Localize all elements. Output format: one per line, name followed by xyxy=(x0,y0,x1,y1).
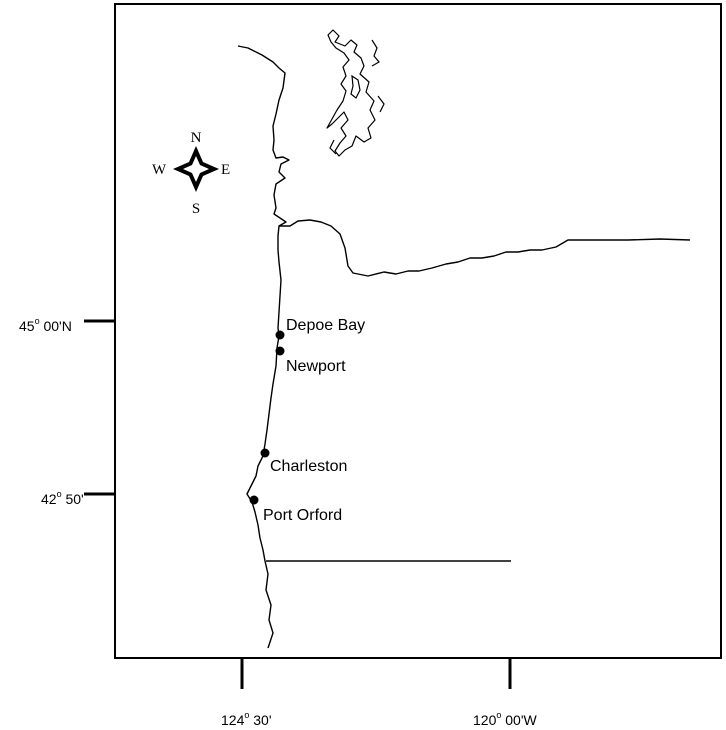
site-marker-newport xyxy=(275,346,285,356)
site-label-depoe-bay: Depoe Bay xyxy=(286,317,365,334)
lon-label-120w: 120o 00'W xyxy=(473,710,538,728)
compass-east-label: E xyxy=(221,162,230,178)
columbia-river-border xyxy=(279,219,691,277)
map-frame xyxy=(114,3,722,659)
lat-label-42-50: 42o 50' xyxy=(41,489,84,507)
site-label-charleston: Charleston xyxy=(270,458,347,475)
lat-label-45n: 45o 00'N xyxy=(19,316,72,334)
puget-sound-inlet xyxy=(329,39,385,155)
site-marker-port-orford xyxy=(249,495,259,505)
site-marker-charleston xyxy=(260,448,270,458)
site-label-newport: Newport xyxy=(286,358,346,375)
site-marker-depoe-bay xyxy=(275,330,285,340)
compass-north-label: N xyxy=(191,130,202,146)
puget-sound-outline xyxy=(326,29,376,157)
lon-label-124-30: 124o 30' xyxy=(221,710,272,728)
site-label-port-orford: Port Orford xyxy=(263,507,342,524)
compass-west-label: W xyxy=(152,162,167,178)
puget-sound-island xyxy=(350,74,361,99)
compass-rose: N S E W xyxy=(152,130,230,217)
coastline xyxy=(237,45,290,649)
compass-star-inner-icon xyxy=(183,156,209,182)
compass-south-label: S xyxy=(192,201,200,217)
